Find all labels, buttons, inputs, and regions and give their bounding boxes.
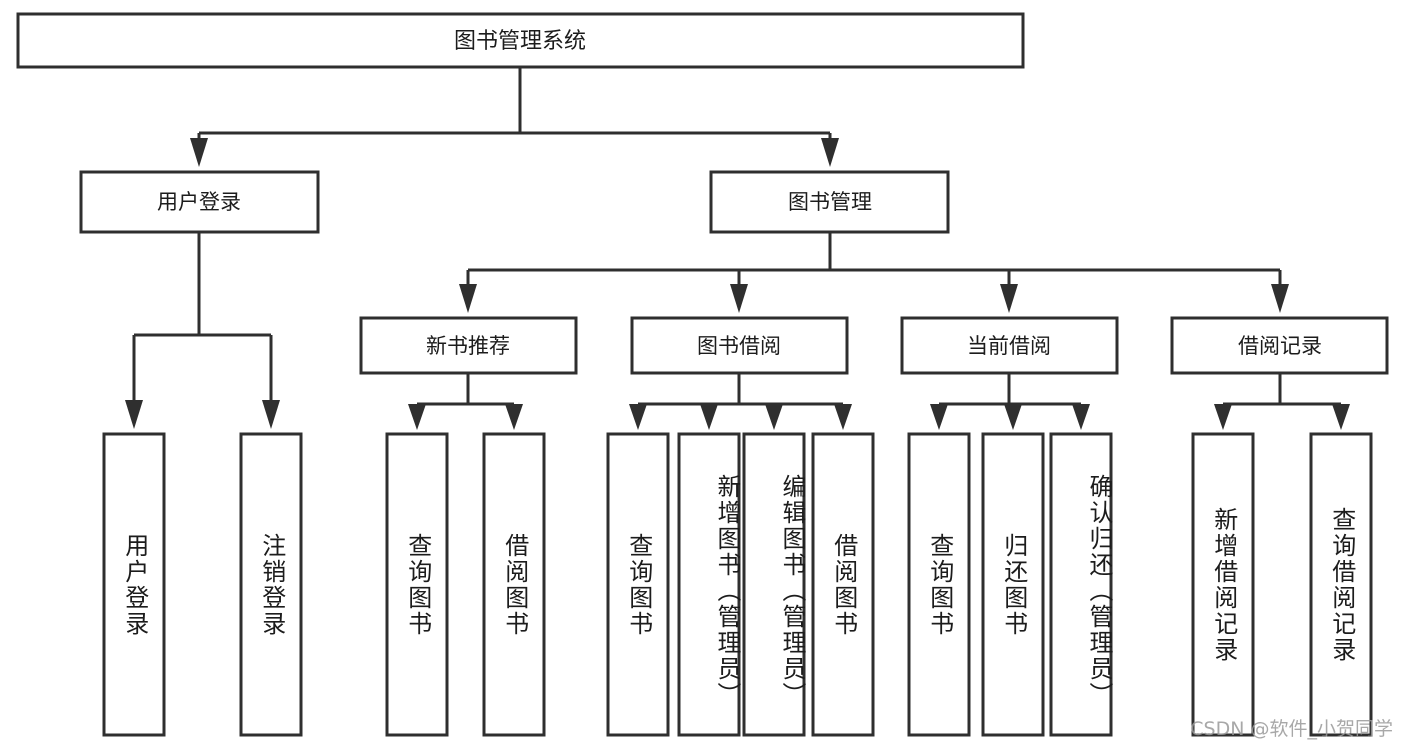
connector-borrow-record-to-leaves [1214,373,1350,430]
node-book-manage-box[interactable] [709,170,950,234]
arrow-head-return-book [1004,404,1022,430]
leaf-query-record-box[interactable] [1309,432,1373,737]
arrow-head-leaf-logout-login [262,400,280,429]
arrow-head-borrow-book-2 [834,404,852,430]
arrow-head-edit-book [765,404,783,430]
leaf-edit-book-box[interactable] [742,432,806,737]
node-borrow-record-label: 借阅记录 [1238,334,1322,358]
arrow-head-book-manage [821,138,839,167]
node-current-borrow[interactable]: 当前借阅 [900,316,1119,375]
arrow-head-user-login [190,138,208,167]
arrow-head-add-record [1214,404,1232,430]
arrow-head-current-borrow [1000,284,1018,313]
connector-root-to-level2 [190,67,839,167]
arrow-head-leaf-user-login [125,400,143,429]
node-new-book-rec[interactable]: 新书推荐 [359,316,578,375]
leaf-query-book-2-box[interactable] [606,432,670,737]
arrow-head-query-book-3 [930,404,948,430]
node-book-borrow-box[interactable] [630,316,849,375]
leaf-add-record-box[interactable] [1191,432,1255,737]
arrow-head-query-record [1332,404,1350,430]
node-current-borrow-box[interactable] [900,316,1119,375]
leaf-return-book-box[interactable] [981,432,1045,737]
node-book-manage-label: 图书管理 [788,190,872,214]
node-root-box[interactable] [16,12,1025,69]
leaf-borrow-book-1-box[interactable] [482,432,546,737]
leaf-query-book-3-box[interactable] [907,432,971,737]
node-root[interactable]: 图书管理系统 [16,12,1025,69]
leaf-boxes-group [102,432,1373,737]
leaf-borrow-book-2-box[interactable] [811,432,875,737]
node-borrow-record[interactable]: 借阅记录 [1170,316,1389,375]
connector-user-login-to-leaves [125,232,280,429]
node-borrow-record-box[interactable] [1170,316,1389,375]
leaf-user-login-box[interactable] [102,432,166,737]
arrow-head-add-book [700,404,718,430]
node-user-login-label: 用户登录 [157,190,241,214]
node-user-login[interactable]: 用户登录 [79,170,320,234]
node-new-book-rec-box[interactable] [359,316,578,375]
leaf-confirm-return-box[interactable] [1049,432,1113,737]
node-book-manage[interactable]: 图书管理 [709,170,950,234]
arrow-head-borrow-book-1 [505,404,523,430]
arrow-head-new-book-rec [459,284,477,313]
node-new-book-rec-label: 新书推荐 [426,334,510,358]
node-book-borrow[interactable]: 图书借阅 [630,316,849,375]
arrow-head-book-borrow [730,284,748,313]
node-current-borrow-label: 当前借阅 [967,334,1051,358]
node-root-label: 图书管理系统 [454,29,586,54]
connector-book-borrow-to-leaves [629,373,852,430]
leaf-logout-login-box[interactable] [239,432,303,737]
arrow-head-confirm-return [1072,404,1090,430]
arrow-head-query-book-2 [629,404,647,430]
node-book-borrow-label: 图书借阅 [697,334,781,358]
leaf-query-book-1-box[interactable] [385,432,449,737]
leaf-add-book-box[interactable] [677,432,741,737]
arrow-head-borrow-record [1271,284,1289,313]
connector-book-manage-to-level3 [459,232,1289,313]
connector-new-book-rec-to-leaves [408,373,523,430]
arrow-head-query-book-1 [408,404,426,430]
csdn-watermark: CSDN @软件_小贺同学 [1190,718,1393,740]
connector-current-borrow-to-leaves [930,373,1090,430]
